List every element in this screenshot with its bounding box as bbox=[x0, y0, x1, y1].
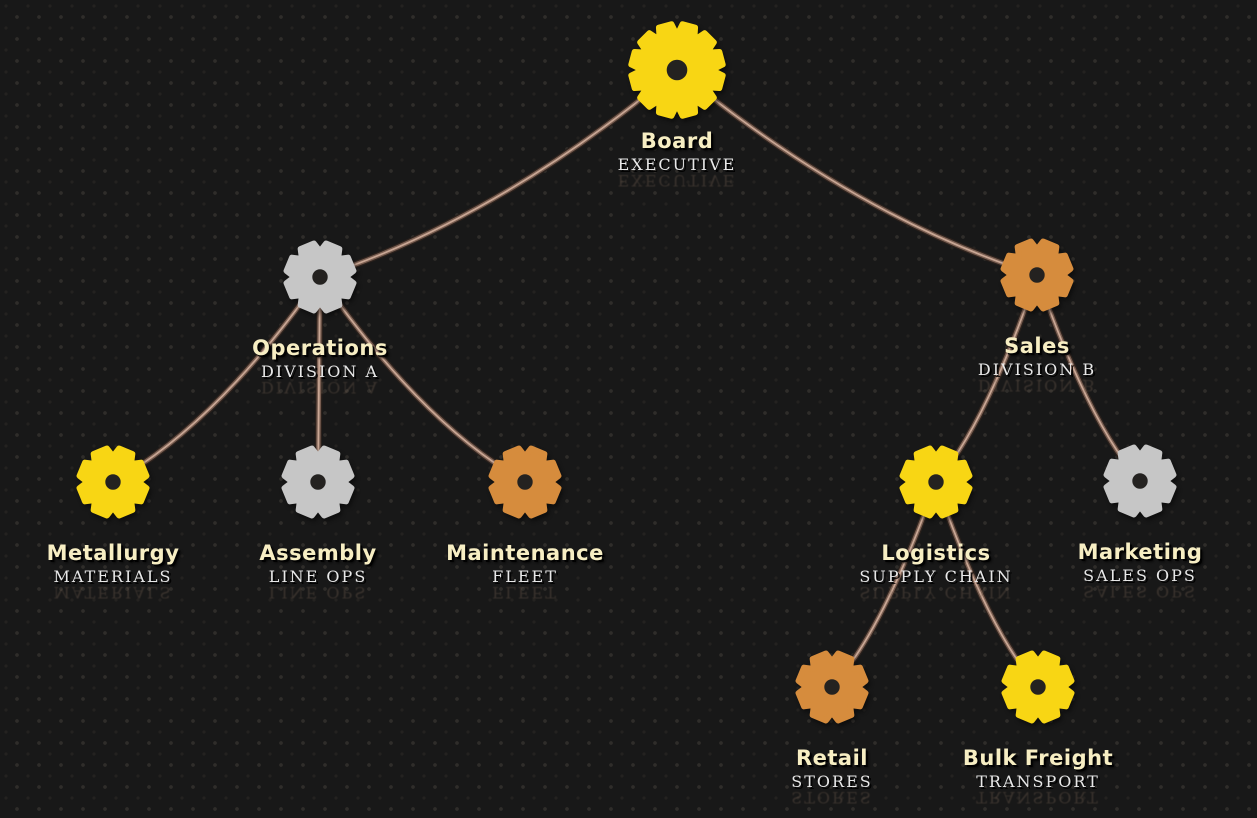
gear-icon bbox=[487, 444, 563, 520]
node-label: Marketing bbox=[1077, 540, 1203, 564]
node-sublabel-reflection: TRANSPORT bbox=[976, 788, 1100, 807]
node-sublabel: EXECUTIVE bbox=[617, 155, 737, 174]
node-retail[interactable]: Retail STORES STORES bbox=[692, 649, 972, 808]
node-sublabel-reflection: SUPPLY CHAIN bbox=[859, 583, 1013, 602]
node-marketing[interactable]: Marketing SALES OPS SALES OPS bbox=[1000, 443, 1257, 602]
gear-icon bbox=[280, 444, 356, 520]
node-label: Sales bbox=[1004, 334, 1070, 358]
node-sublabel-reflection: DIVISION B bbox=[977, 376, 1097, 395]
node-sublabel: DIVISION B bbox=[977, 360, 1097, 379]
node-sales[interactable]: Sales DIVISION B DIVISION B bbox=[897, 237, 1177, 396]
gear-icon bbox=[898, 444, 974, 520]
node-sublabel: DIVISION A bbox=[260, 362, 380, 381]
gear-icon bbox=[1102, 443, 1178, 519]
node-sublabel: SALES OPS bbox=[1083, 566, 1197, 585]
node-bulk-freight[interactable]: Bulk Freight TRANSPORT TRANSPORT bbox=[898, 649, 1178, 808]
node-sublabel-reflection: SALES OPS bbox=[1083, 582, 1197, 601]
node-sublabel: MATERIALS bbox=[53, 567, 173, 586]
node-label: Metallurgy bbox=[46, 541, 180, 565]
gear-icon bbox=[794, 649, 870, 725]
node-label: Operations bbox=[252, 336, 388, 360]
node-maintenance[interactable]: Maintenance FLEET FLEET bbox=[385, 444, 665, 603]
gear-icon bbox=[1000, 649, 1076, 725]
node-sublabel: FLEET bbox=[492, 567, 558, 586]
node-sublabel: SUPPLY CHAIN bbox=[859, 567, 1013, 586]
node-label: Bulk Freight bbox=[962, 746, 1114, 770]
gear-icon bbox=[75, 444, 151, 520]
node-label: Retail bbox=[795, 746, 869, 770]
node-sublabel-reflection: EXECUTIVE bbox=[617, 171, 737, 190]
gear-icon bbox=[999, 237, 1075, 313]
node-sublabel: LINE OPS bbox=[268, 567, 368, 586]
node-operations[interactable]: Operations DIVISION A DIVISION A bbox=[180, 239, 460, 398]
node-label: Logistics bbox=[881, 541, 991, 565]
node-label: Board bbox=[640, 129, 714, 153]
node-logistics[interactable]: Logistics SUPPLY CHAIN SUPPLY CHAIN bbox=[796, 444, 1076, 603]
node-metallurgy[interactable]: Metallurgy MATERIALS MATERIALS bbox=[0, 444, 253, 603]
node-sublabel-reflection: STORES bbox=[791, 788, 873, 807]
node-sublabel-reflection: DIVISION A bbox=[260, 378, 380, 397]
node-assembly[interactable]: Assembly LINE OPS LINE OPS bbox=[178, 444, 458, 603]
node-sublabel-reflection: FLEET bbox=[492, 583, 558, 602]
node-sublabel-reflection: LINE OPS bbox=[268, 583, 368, 602]
node-board[interactable]: Board EXECUTIVE EXECUTIVE bbox=[537, 20, 817, 191]
node-label: Maintenance bbox=[446, 541, 604, 565]
node-sublabel-reflection: MATERIALS bbox=[53, 583, 173, 602]
node-label: Assembly bbox=[259, 541, 377, 565]
gear-icon bbox=[282, 239, 358, 315]
gear-icon bbox=[627, 20, 727, 120]
node-sublabel: STORES bbox=[791, 772, 873, 791]
node-sublabel: TRANSPORT bbox=[976, 772, 1100, 791]
